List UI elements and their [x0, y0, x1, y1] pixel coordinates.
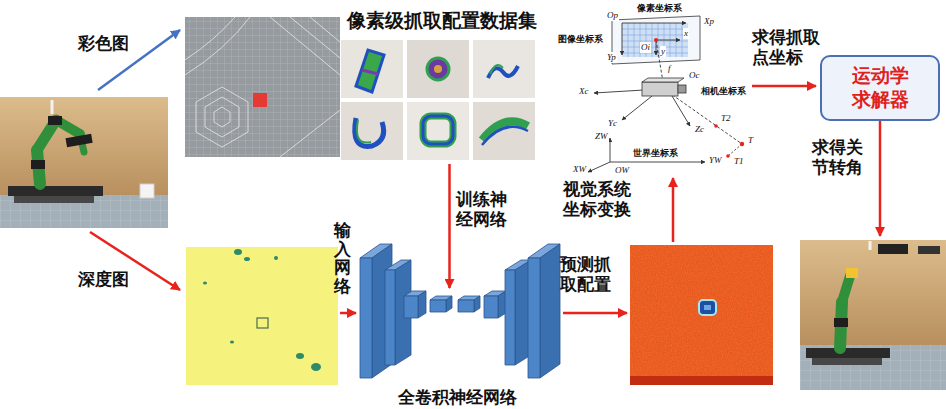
- axis-label: T2: [720, 113, 732, 124]
- step-label: 深度图: [78, 270, 129, 290]
- robot-photo: [0, 97, 168, 228]
- dataset-panel: 像素级抓取配置数据集: [340, 10, 544, 162]
- fcn-network: [360, 244, 560, 378]
- node-text: 全卷积神经网络: [355, 388, 559, 408]
- dataset-tiles: [341, 40, 535, 160]
- axis-label: 世界坐标系: [632, 148, 679, 159]
- axis-label: XW: [572, 164, 587, 175]
- axis-label: T1: [733, 156, 745, 167]
- axis-label: Op: [606, 10, 619, 21]
- depth-image: [186, 247, 338, 385]
- axis-label: T: [747, 135, 754, 146]
- node-text: 运动学 求解器: [848, 64, 913, 112]
- axis-label: f: [667, 63, 672, 74]
- axis-label: Oc: [688, 70, 701, 81]
- axis-label: 相机坐标系: [700, 86, 747, 97]
- step-label: 彩色图: [78, 34, 129, 54]
- axis-label: Xc: [578, 86, 590, 97]
- vertical-label: 输入网络: [334, 222, 351, 297]
- solver-box: 运动学 求解器: [820, 55, 940, 121]
- grasp-heatmap: [630, 245, 773, 385]
- axis-label: YW: [708, 155, 723, 166]
- axis-label: Yc: [607, 118, 618, 129]
- axis-label: 图像坐标系: [557, 34, 604, 45]
- axis-label: ZW: [594, 131, 609, 142]
- node-text: 像素级抓取配置数据集: [340, 10, 544, 33]
- axis-label: Yp: [606, 52, 617, 63]
- axis-label: Oi: [640, 42, 651, 53]
- flow-arrow: [448, 164, 451, 288]
- edge-label: 训练神 经网络: [456, 190, 514, 231]
- step-label: 求得抓取 点坐标: [752, 28, 826, 69]
- axis-label: 像素坐标系: [636, 3, 683, 14]
- color-image: [185, 17, 340, 157]
- axis-label: y: [660, 46, 666, 57]
- axis-label: OW: [614, 165, 630, 176]
- axis-label: Xp: [703, 16, 715, 27]
- network-block: 全卷积神经网络: [355, 288, 559, 408]
- step-label: 预测抓 取配置: [560, 255, 618, 296]
- axis-label: x: [683, 28, 689, 39]
- step-label: 求得关 节转角: [812, 138, 870, 179]
- step-label: 视觉系统 坐标变换: [563, 180, 637, 221]
- robot-photo-result: [800, 240, 946, 390]
- axis-label: Zc: [694, 124, 705, 135]
